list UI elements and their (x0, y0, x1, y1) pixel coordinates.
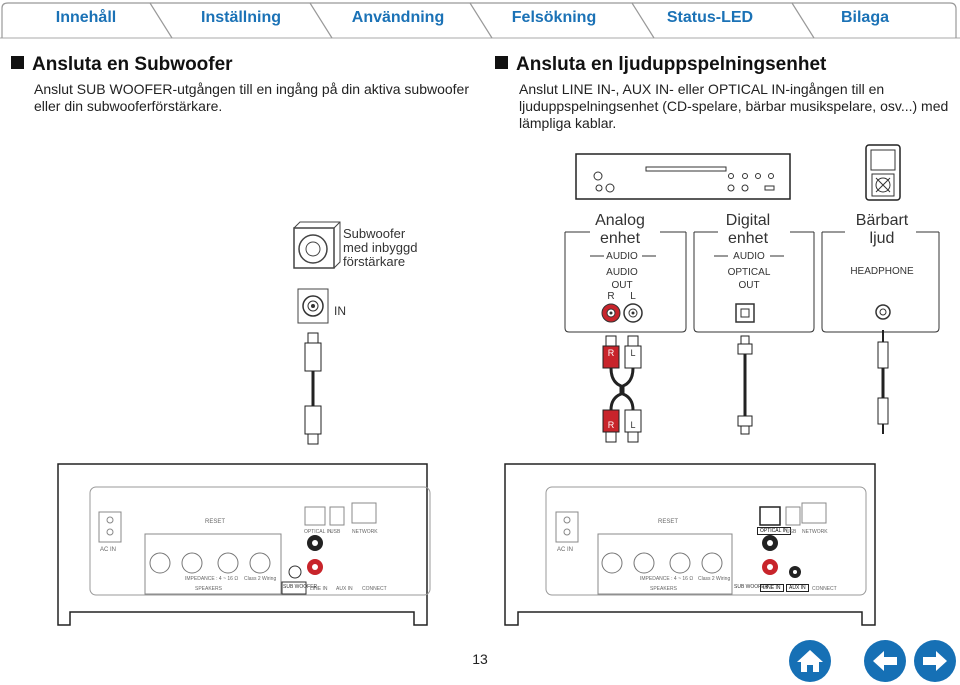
usb-label: USB (786, 529, 797, 535)
plug-l-label: L (630, 420, 636, 430)
port-line: OUT (738, 280, 760, 291)
section-text: Anslut LINE IN-, AUX IN- eller OPTICAL I… (519, 81, 948, 132)
tab-anvandning[interactable]: Användning (351, 9, 445, 26)
tab-innehall[interactable]: Innehåll (55, 9, 117, 26)
portable-port-label: HEADPHONE (850, 266, 914, 277)
arrow-right-icon (923, 651, 947, 671)
text-line: Anslut LINE IN-, AUX IN- eller OPTICAL I… (519, 81, 885, 97)
section-text: Anslut SUB WOOFER-utgången till en ingån… (34, 81, 469, 115)
text-line: Anslut SUB WOOFER-utgången till en ingån… (34, 81, 470, 97)
connect-label: CONNECT (812, 586, 837, 592)
heading-bullet-icon (11, 56, 24, 69)
text-line: eller din subwooferförstärkare. (34, 98, 223, 114)
title-line: Analog (595, 212, 645, 229)
analog-l-label: L (630, 291, 636, 302)
home-button[interactable] (789, 640, 831, 682)
reset-label: RESET (205, 519, 226, 525)
tab-bar: Innehåll Inställning Användning Felsökni… (0, 0, 960, 40)
usb-label: USB (330, 529, 341, 535)
digital-port-label: OPTICAL OUT (714, 266, 784, 292)
receiver-rear-right (504, 463, 876, 626)
analog-device-title: Analog enhet (575, 212, 665, 248)
title-line: Digital (725, 212, 771, 229)
analog-r-label: R (607, 291, 615, 302)
subwoofer-cable (304, 332, 322, 445)
port-line: OPTICAL (727, 267, 771, 278)
sub-woofer-label: SUB WOOFER (283, 584, 318, 590)
optical-in-label: OPTICAL IN (304, 529, 332, 535)
title-line: Bärbart (855, 212, 909, 229)
analog-port-label: AUDIO OUT (590, 266, 654, 292)
class-label: Class 2 Wiring (698, 576, 731, 582)
subwoofer-icon (293, 221, 341, 269)
headphone-cable (877, 330, 889, 434)
sub-woofer-label: SUB WOOFER (734, 584, 769, 590)
tab-status-led[interactable]: Status-LED (666, 9, 754, 26)
label-line: Subwoofer (343, 226, 406, 241)
title-line: enhet (727, 230, 769, 247)
text-line: ljuduppspelningsenhet (CD-spelare, bärba… (519, 98, 949, 114)
aux-in-label: AUX IN (336, 586, 353, 592)
ac-in-label: AC IN (100, 547, 117, 553)
speakers-label: SPEAKERS (650, 586, 677, 592)
section-title: Ansluta en ljuduppspelningsenhet (516, 54, 827, 75)
label-line: med inbyggd (343, 240, 418, 255)
optical-in-label: OPTICAL IN (757, 527, 791, 535)
port-line: AUDIO (606, 267, 638, 278)
impedance-label: IMPEDANCE : 4 ~ 16 Ω (640, 576, 694, 582)
tab-bilaga[interactable]: Bilaga (840, 9, 889, 26)
tab-outlines (0, 2, 960, 39)
arrow-left-icon (873, 651, 897, 671)
text-line: lämpliga kablar. (519, 115, 617, 131)
digital-device-title: Digital enhet (703, 212, 793, 248)
aux-in-label: AUX IN (786, 584, 809, 592)
heading-bullet-icon (495, 56, 508, 69)
connect-label: CONNECT (362, 586, 387, 592)
subwoofer-label: Subwoofer med inbyggd förstärkare (343, 227, 417, 269)
label-line: förstärkare (343, 254, 406, 269)
subwoofer-in-label: IN (334, 304, 346, 318)
reset-label: RESET (658, 519, 679, 525)
ac-in-label: AC IN (557, 547, 574, 553)
section-heading-subwoofer: Ansluta en Subwoofer (11, 54, 233, 76)
network-label: NETWORK (802, 529, 828, 535)
title-line: enhet (599, 230, 641, 247)
impedance-label: IMPEDANCE : 4 ~ 16 Ω (185, 576, 239, 582)
digital-audio-header: AUDIO (733, 251, 765, 262)
line-in-label: LINE IN (310, 586, 328, 592)
previous-page-button[interactable] (864, 640, 906, 682)
title-line: ljud (869, 230, 895, 247)
network-label: NETWORK (352, 529, 378, 535)
cd-player-icon (575, 153, 791, 200)
portable-player-icon (865, 144, 901, 201)
section-title: Ansluta en Subwoofer (32, 54, 233, 75)
speakers-label: SPEAKERS (195, 586, 222, 592)
home-icon (797, 650, 823, 672)
plug-r-label: R (607, 420, 615, 430)
portable-device-title: Bärbart ljud (836, 212, 928, 248)
analog-cable (602, 335, 642, 443)
receiver-rear-left (57, 463, 431, 626)
plug-l-label: L (630, 348, 636, 358)
line-in-label: LINE IN (760, 584, 784, 592)
port-line: OUT (611, 280, 633, 291)
section-heading-playback: Ansluta en ljuduppspelningsenhet (495, 54, 826, 76)
tab-felsokning[interactable]: Felsökning (511, 9, 597, 26)
page-number: 13 (472, 651, 488, 667)
plug-r-label: R (607, 348, 615, 358)
next-page-button[interactable] (914, 640, 956, 682)
class-label: Class 2 Wiring (244, 576, 277, 582)
optical-cable (737, 335, 753, 435)
analog-audio-header: AUDIO (606, 251, 638, 262)
tab-installning[interactable]: Inställning (201, 9, 281, 26)
